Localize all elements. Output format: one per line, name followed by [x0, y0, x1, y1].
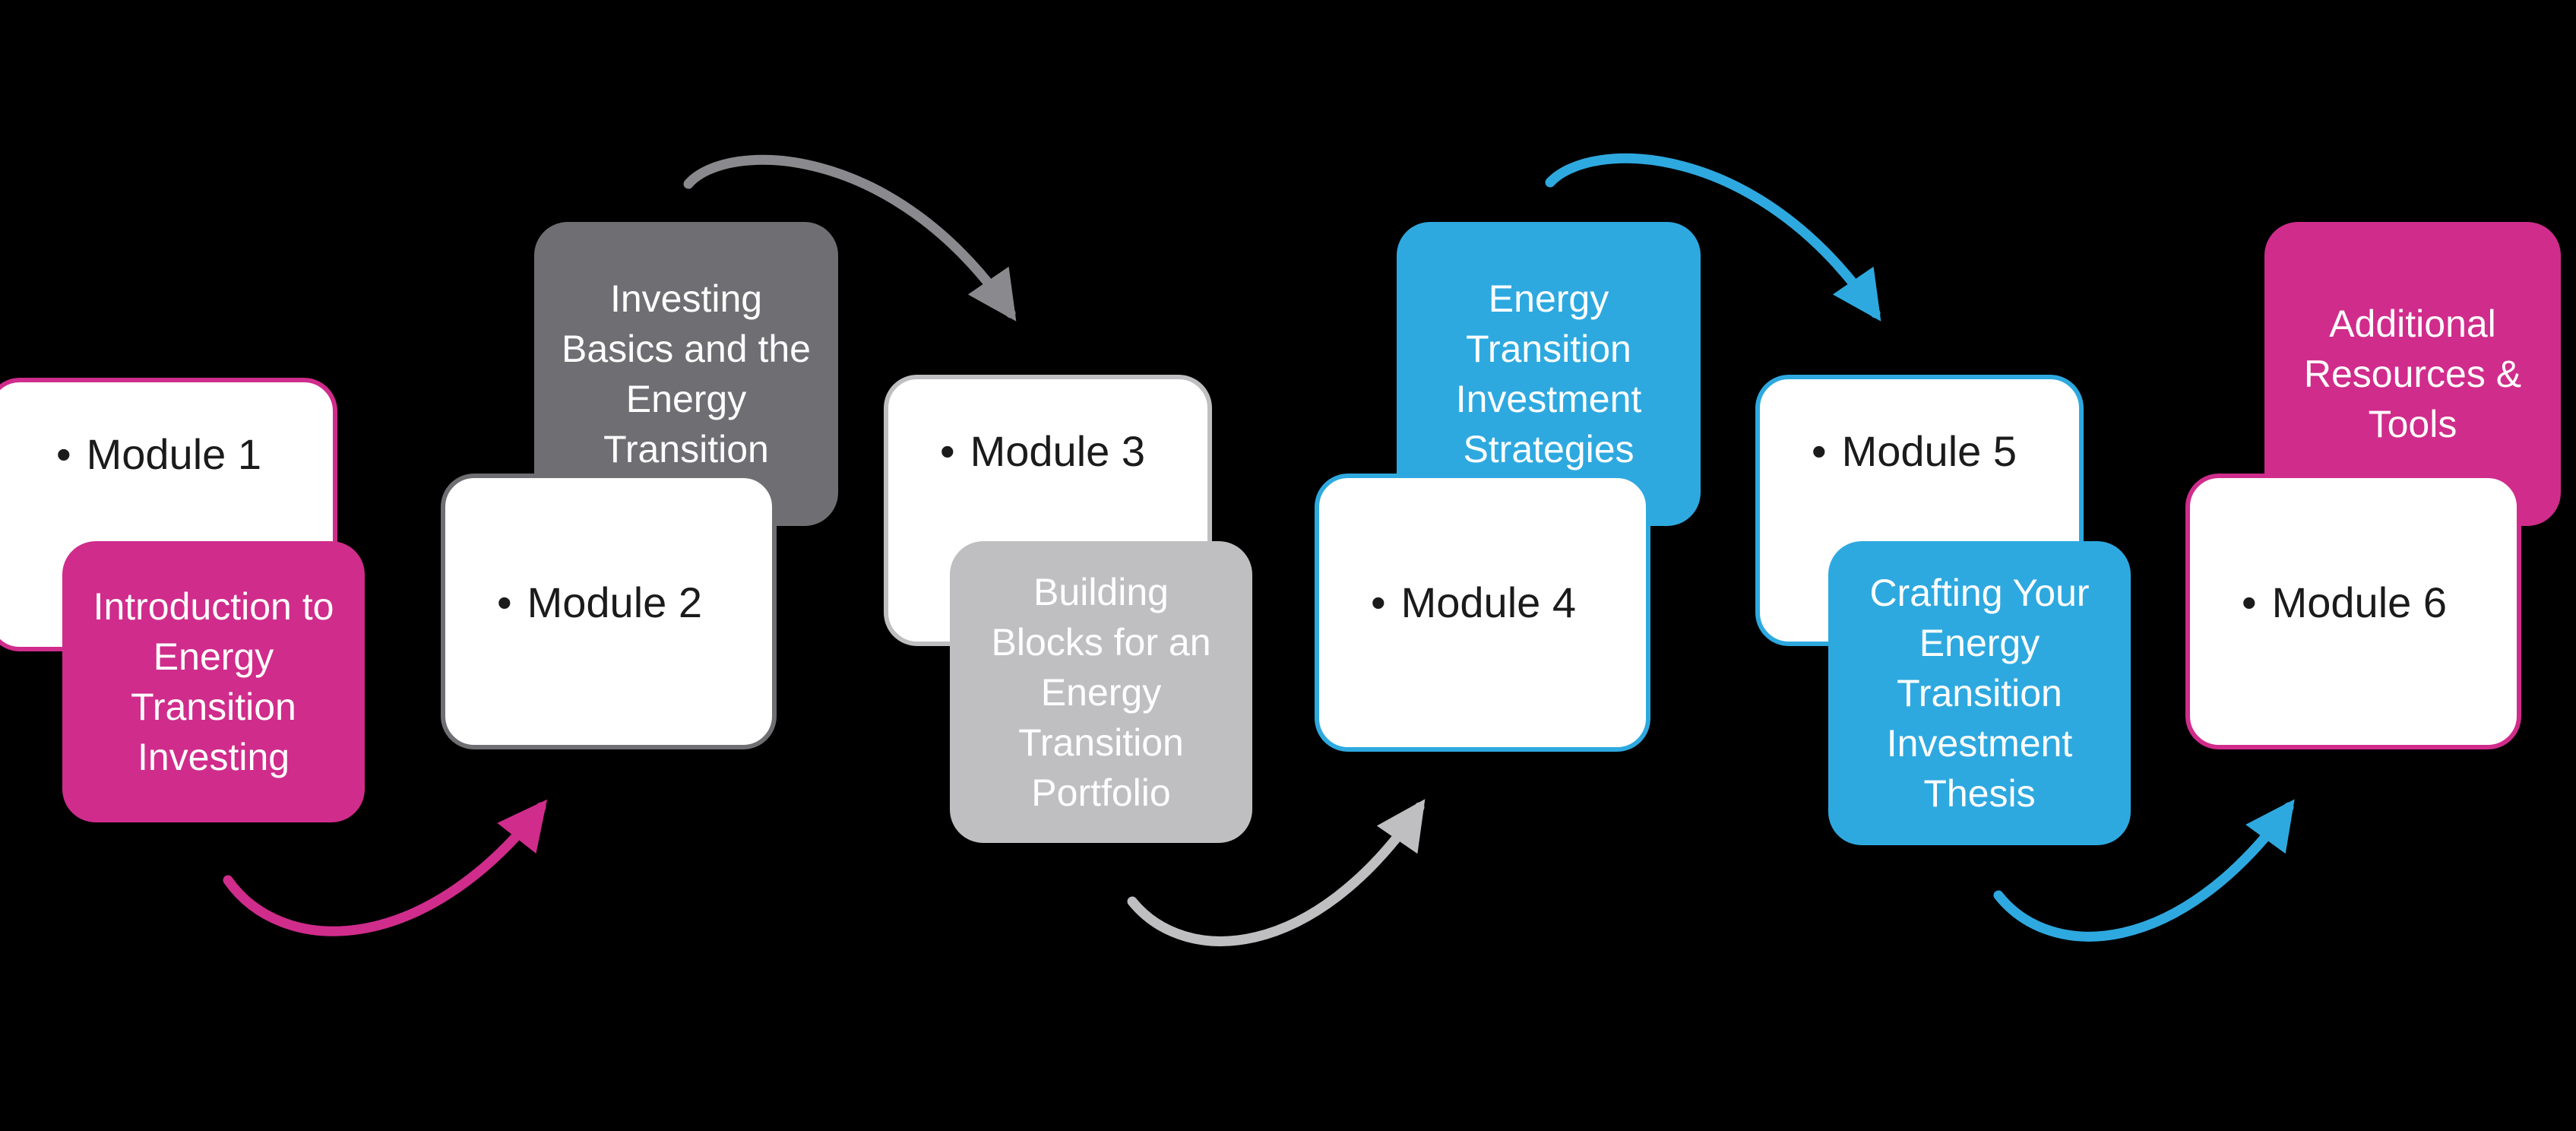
- module-4-label-text: Module 4: [1400, 578, 1576, 626]
- module-5-description-box: Crafting Your Energy Transition Investme…: [1828, 541, 2131, 845]
- module-3-label: • Module 3: [940, 426, 1207, 476]
- bullet-icon: •: [2242, 578, 2257, 626]
- module-5-label-text: Module 5: [1841, 427, 2017, 475]
- module-1-description-box: Introduction to Energy Transition Invest…: [62, 541, 365, 822]
- module-6-label-text: Module 6: [2271, 578, 2447, 626]
- bullet-icon: •: [1812, 427, 1827, 475]
- bullet-icon: •: [497, 578, 512, 626]
- module-2-label-text: Module 2: [527, 578, 702, 626]
- bullet-icon: •: [56, 430, 71, 478]
- module-1-label: • Module 1: [56, 429, 333, 479]
- module-6-label: • Module 6: [2242, 578, 2517, 627]
- module-3-label-text: Module 3: [970, 427, 1145, 475]
- bullet-icon: •: [940, 427, 955, 475]
- module-6-box: • Module 6: [2185, 474, 2521, 749]
- module-4-label: • Module 4: [1371, 578, 1646, 627]
- module-3-description-box: Building Blocks for an Energy Transition…: [950, 541, 1252, 843]
- bullet-icon: •: [1371, 578, 1386, 626]
- module-5-label: • Module 5: [1812, 426, 2079, 476]
- module-2-box: • Module 2: [441, 474, 777, 749]
- module-4-box: • Module 4: [1315, 474, 1650, 752]
- arrow-module1-to-module2: [223, 799, 548, 936]
- module-1-label-text: Module 1: [86, 430, 261, 478]
- module-2-label: • Module 2: [497, 578, 772, 627]
